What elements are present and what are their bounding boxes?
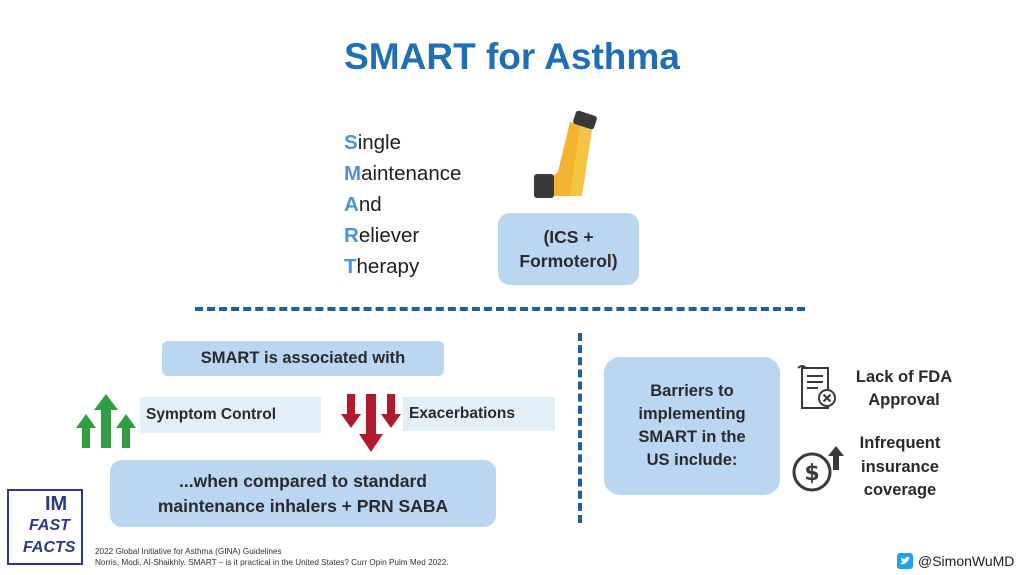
acronym-line-reliever: Reliever bbox=[344, 224, 420, 247]
twitter-handle[interactable]: @SimonWuMD bbox=[897, 553, 1014, 569]
vertical-divider bbox=[578, 333, 582, 523]
exacerbations-label: Exacerbations bbox=[403, 397, 555, 431]
insurance-line-2: insurance bbox=[861, 457, 939, 476]
citations: 2022 Global Initiative for Asthma (GINA)… bbox=[95, 547, 449, 568]
down-arrows-icon bbox=[341, 394, 401, 452]
im-fast-facts-logo: IM FAST FACTS bbox=[7, 489, 83, 565]
barrier-insurance: Infrequent insurance coverage bbox=[850, 432, 950, 503]
barriers-line-4: US include: bbox=[646, 451, 738, 469]
twitter-handle-text: @SimonWuMD bbox=[918, 553, 1015, 569]
dollar-up-icon: $ bbox=[792, 446, 844, 492]
ics-line: (ICS + bbox=[543, 227, 594, 247]
fda-line-1: Lack of FDA bbox=[855, 368, 953, 386]
comparison-box: ...when compared to standard maintenance… bbox=[110, 460, 496, 527]
barriers-line-1: Barriers to bbox=[650, 382, 734, 400]
barriers-line-2: implementing bbox=[638, 405, 746, 423]
smart-acronym: Single Maintenance And Reliever Therapy bbox=[344, 127, 461, 282]
document-x-icon bbox=[797, 365, 836, 409]
formoterol-line: Formoterol) bbox=[519, 251, 618, 271]
comparison-line-2: maintenance inhalers + PRN SABA bbox=[157, 495, 449, 516]
barriers-box: Barriers to implementing SMART in the US… bbox=[604, 357, 780, 495]
associated-header: SMART is associated with bbox=[162, 341, 444, 376]
twitter-icon bbox=[897, 553, 913, 569]
fda-line-2: Approval bbox=[868, 391, 940, 409]
acronym-line-and: And bbox=[344, 193, 382, 216]
ics-formoterol-box: (ICS + Formoterol) bbox=[498, 213, 639, 285]
barrier-fda-approval: Lack of FDA Approval bbox=[848, 366, 960, 412]
horizontal-divider bbox=[195, 307, 805, 311]
page-title: SMART for Asthma bbox=[344, 36, 680, 77]
acronym-line-therapy: Therapy bbox=[344, 255, 420, 278]
comparison-line-1: ...when compared to standard bbox=[179, 470, 427, 491]
logo-line-2: FAST bbox=[29, 517, 70, 534]
acronym-line-single: Single bbox=[344, 131, 401, 154]
up-arrows-icon bbox=[76, 394, 136, 448]
insurance-line-1: Infrequent bbox=[859, 434, 941, 452]
svg-text:$: $ bbox=[804, 461, 819, 486]
logo-line-1: IM bbox=[45, 493, 68, 515]
insurance-line-3: coverage bbox=[863, 481, 937, 499]
barriers-line-3: SMART in the bbox=[638, 428, 746, 446]
citation-1: 2022 Global Initiative for Asthma (GINA)… bbox=[95, 547, 282, 556]
inhaler-icon bbox=[534, 110, 597, 198]
citation-2: Norris, Modi, Al-Shaikhly. SMART – is it… bbox=[95, 557, 449, 567]
acronym-line-maintenance: Maintenance bbox=[344, 162, 462, 185]
symptom-control-label: Symptom Control bbox=[140, 397, 321, 433]
logo-line-3: FACTS bbox=[23, 539, 76, 556]
